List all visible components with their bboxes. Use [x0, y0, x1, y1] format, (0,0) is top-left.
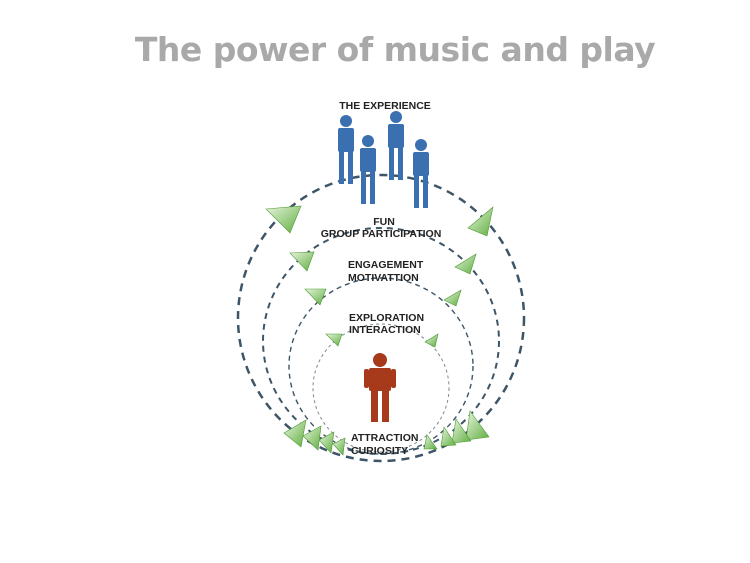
outer-ring [236, 173, 526, 463]
label-engagement: ENGAGEMENT [348, 259, 424, 271]
arrow-head-bottom-right-3 [440, 426, 457, 447]
individual-figure [364, 353, 396, 422]
label-interaction: INTERACTION [349, 324, 421, 336]
label-fun: FUN [373, 216, 395, 228]
page-title: The power of music and play [134, 30, 656, 69]
second-ring [262, 227, 500, 455]
label-the-experience: THE EXPERIENCE [339, 100, 431, 112]
arrow-head-bottom-right-2 [451, 418, 472, 444]
label-exploration: EXPLORATION [349, 312, 425, 324]
group-figures [338, 111, 429, 208]
arrow-head-left-3 [304, 288, 327, 306]
third-ring [288, 277, 474, 455]
label-group-participation: GROUP PARTICIPATION [320, 228, 442, 240]
arrow-head-right-2 [454, 253, 477, 275]
arrow-head-right-1 [467, 206, 494, 237]
person-figure-4 [413, 139, 429, 208]
arrow-head-bottom-left-3 [318, 431, 335, 454]
arrow-head-bottom-left-1 [283, 419, 307, 448]
arrow-head-left-4 [325, 333, 343, 347]
person-figure-1 [338, 115, 354, 184]
label-curiosity: CURIOSITY [351, 445, 409, 457]
arrow-head-bottom-right-1 [465, 410, 490, 441]
person-figure-2 [388, 111, 404, 180]
label-attraction: ATTRACTION [351, 432, 419, 444]
arrow-head-bottom-left-4 [332, 437, 346, 456]
arrow-head-right-4 [424, 333, 439, 348]
arrow-head-bottom-left-2 [302, 425, 322, 451]
arrow-head-right-3 [443, 289, 462, 307]
person-figure-3 [360, 135, 376, 204]
arrow-head-left-1 [265, 205, 302, 234]
arrow-head-left-2 [289, 251, 315, 272]
inner-ring [312, 323, 450, 453]
label-motivation: MOTIVATTION [348, 272, 419, 284]
arrow-head-bottom-right-4 [423, 434, 438, 450]
